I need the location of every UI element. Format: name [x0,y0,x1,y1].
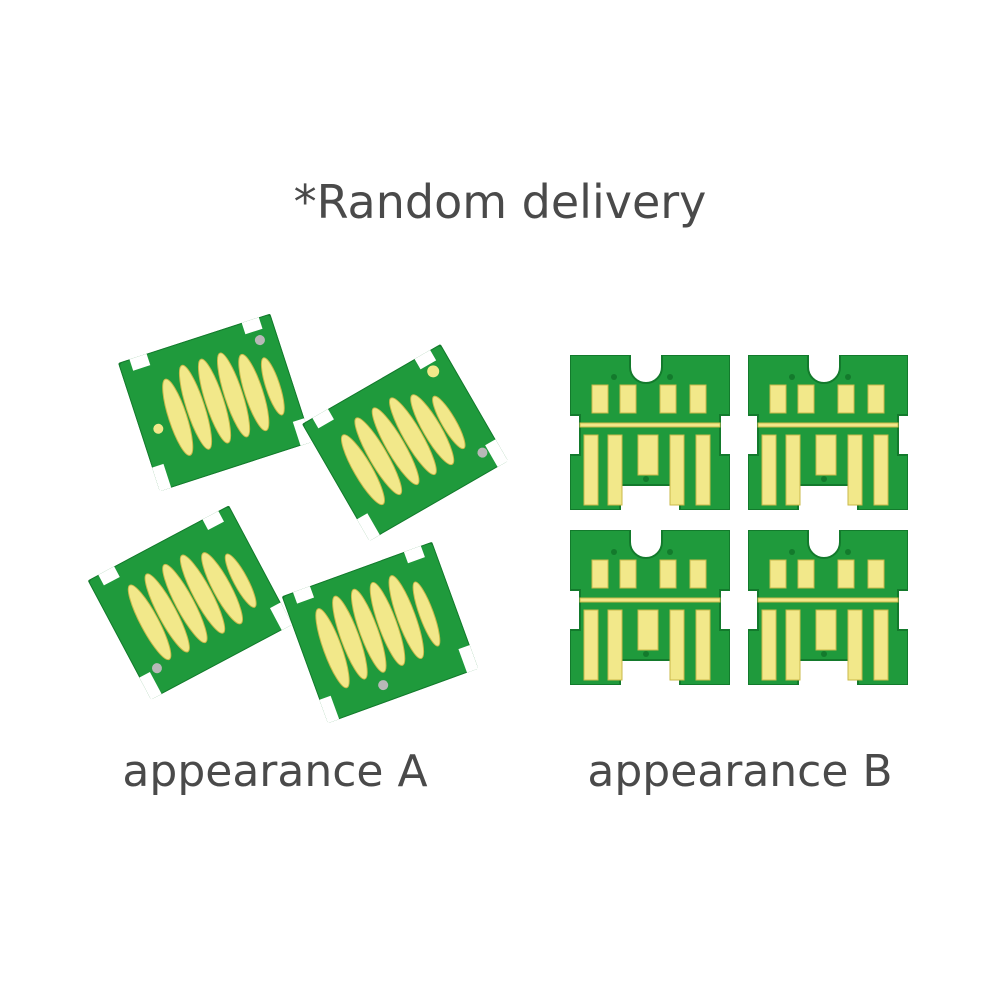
chip-a-icon [302,344,509,541]
caption-appearance-a: appearance A [122,746,428,797]
chip-a-icon [88,505,293,700]
chip-b-icon [570,530,730,685]
chip-a-icon [281,541,479,724]
page-title: *Random delivery [293,175,707,229]
chip-b-icon [748,530,908,685]
appearance-a-group [88,313,509,724]
chip-a-icon [118,313,312,492]
chip-b-icon [570,355,730,510]
chip-b-icon [748,355,908,510]
appearance-b-group [570,355,915,690]
caption-appearance-b: appearance B [587,746,893,797]
